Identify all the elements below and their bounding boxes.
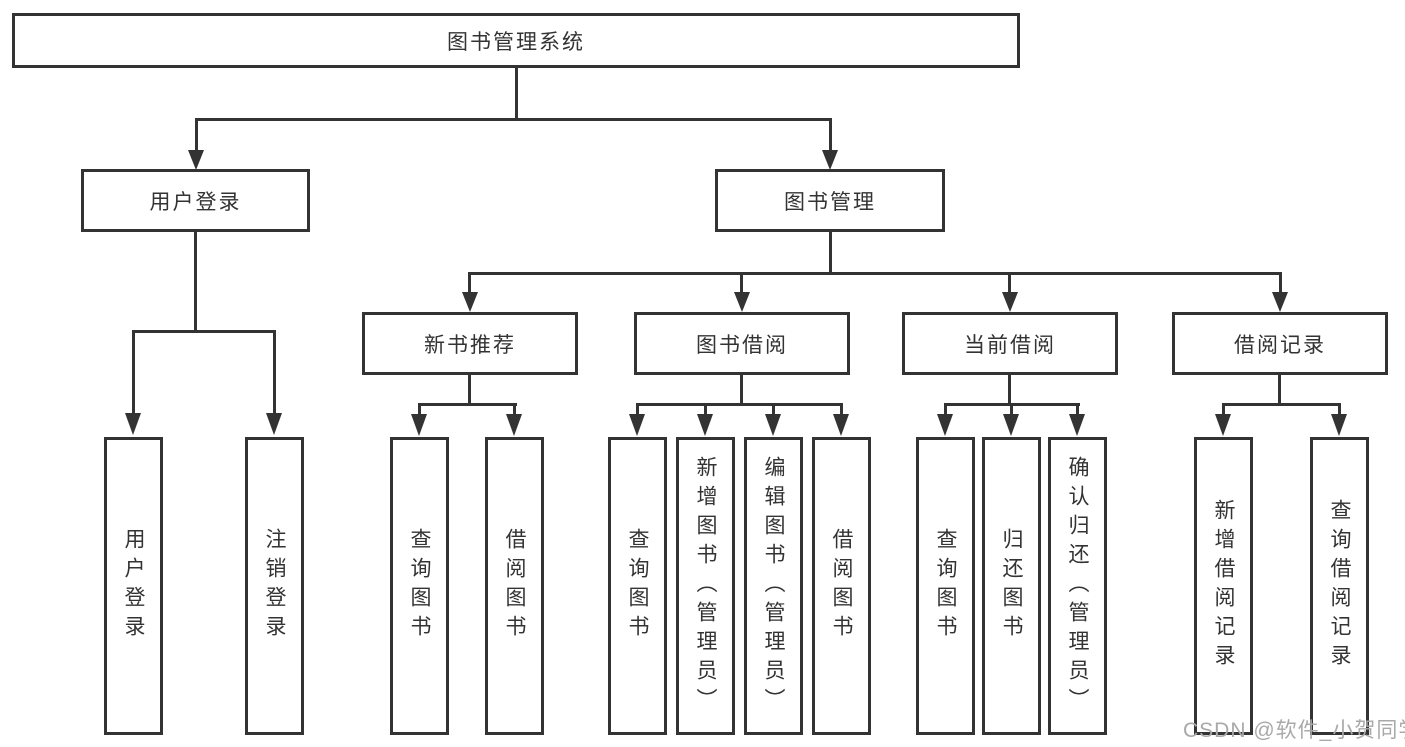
connector-stem-leaf — [132, 330, 135, 415]
connector-stem-leaf — [636, 403, 639, 417]
arrow-down-icon — [411, 414, 427, 436]
node-label: 新书推荐 — [424, 333, 516, 357]
arrow-down-icon — [188, 150, 204, 170]
arrow-down-icon — [1003, 414, 1019, 436]
connector-root-stem — [515, 68, 518, 120]
node-label: 借阅记录 — [1234, 333, 1326, 357]
connector-stem-records — [1279, 272, 1282, 294]
node-current-borrow: 当前借阅 — [902, 312, 1118, 375]
arrow-down-icon — [765, 414, 781, 436]
leaf-user-login: 用户登录 — [104, 437, 163, 735]
leaf-label: 查询借阅记录 — [1328, 499, 1351, 673]
connector-borrow-branch — [636, 403, 843, 406]
connector-records-branch — [1222, 403, 1341, 406]
connector-stem-leaf — [513, 403, 516, 417]
node-user-login: 用户登录 — [81, 169, 310, 232]
connector-borrow-stem — [740, 375, 743, 405]
leaf-label: 新增借阅记录 — [1212, 499, 1235, 673]
arrow-down-icon — [822, 150, 838, 170]
leaf-add-borrow-record: 新增借阅记录 — [1194, 437, 1253, 735]
node-label: 当前借阅 — [964, 333, 1056, 357]
watermark-text: CSDN @软件_小贺同学 — [1183, 719, 1405, 742]
connector-recommend-stem — [468, 375, 471, 405]
connector-stem-leaf — [1010, 403, 1013, 417]
connector-stem-leaf — [1076, 403, 1079, 417]
node-new-book-recommend: 新书推荐 — [362, 312, 578, 375]
arrow-down-icon — [1272, 292, 1288, 312]
connector-stem-leaf — [704, 403, 707, 417]
arrow-down-icon — [462, 292, 478, 312]
leaf-return-books: 归还图书 — [982, 437, 1041, 735]
arrow-down-icon — [1215, 414, 1231, 436]
node-book-borrow: 图书借阅 — [634, 312, 850, 375]
arrow-down-icon — [266, 413, 282, 435]
node-label: 图书管理 — [784, 190, 876, 214]
connector-stem-leaf — [944, 403, 947, 417]
leaf-label: 归还图书 — [1000, 528, 1023, 644]
arrow-down-icon — [833, 414, 849, 436]
leaf-label: 编辑图书（管理员） — [762, 455, 785, 717]
leaf-borrow-books-recommend: 借阅图书 — [485, 437, 544, 735]
connector-recommend-branch — [418, 403, 517, 406]
arrow-down-icon — [506, 414, 522, 436]
connector-stem-leaf — [1222, 403, 1225, 417]
connector-current-stem — [1008, 375, 1011, 405]
connector-book-mgmt-branch — [468, 272, 1282, 275]
leaf-logout: 注销登录 — [245, 437, 304, 735]
leaf-label: 确认归还（管理员） — [1066, 455, 1089, 717]
connector-stem-recommend — [468, 272, 471, 294]
node-library-management-system: 图书管理系统 — [12, 13, 1020, 68]
arrow-down-icon — [734, 292, 750, 312]
leaf-label: 新增图书（管理员） — [694, 455, 717, 717]
connector-stem-user-login — [195, 118, 198, 152]
leaf-label: 借阅图书 — [830, 528, 853, 644]
leaf-label: 注销登录 — [263, 528, 286, 644]
arrow-down-icon — [629, 414, 645, 436]
arrow-down-icon — [697, 414, 713, 436]
connector-stem-borrow — [740, 272, 743, 294]
connector-root-branch — [195, 118, 832, 121]
leaf-confirm-return-admin: 确认归还（管理员） — [1048, 437, 1107, 735]
connector-stem-current — [1008, 272, 1011, 294]
connector-stem-leaf — [840, 403, 843, 417]
arrow-down-icon — [1002, 292, 1018, 312]
leaf-query-books-current: 查询图书 — [916, 437, 975, 735]
leaf-label: 查询图书 — [934, 528, 957, 644]
connector-stem-leaf — [1338, 403, 1341, 417]
leaf-add-books-admin: 新增图书（管理员） — [676, 437, 735, 735]
node-label: 图书借阅 — [696, 333, 788, 357]
arrow-down-icon — [1331, 414, 1347, 436]
arrow-down-icon — [937, 414, 953, 436]
connector-user-login-stem — [194, 232, 197, 332]
connector-stem-leaf — [418, 403, 421, 417]
leaf-query-books-recommend: 查询图书 — [390, 437, 449, 735]
node-label: 用户登录 — [149, 190, 242, 214]
connector-book-mgmt-stem — [829, 232, 832, 274]
leaf-borrow-books: 借阅图书 — [812, 437, 871, 735]
connector-records-stem — [1278, 375, 1281, 405]
node-label: 图书管理系统 — [447, 30, 585, 54]
connector-user-login-branch — [132, 330, 276, 333]
connector-stem-book-mgmt — [829, 118, 832, 152]
connector-stem-leaf — [273, 330, 276, 415]
connector-stem-leaf — [772, 403, 775, 417]
leaf-label: 查询图书 — [408, 528, 431, 644]
leaf-edit-books-admin: 编辑图书（管理员） — [744, 437, 803, 735]
arrow-down-icon — [125, 413, 141, 435]
leaf-label: 借阅图书 — [503, 528, 526, 644]
leaf-query-borrow-record: 查询借阅记录 — [1310, 437, 1369, 735]
leaf-label: 查询图书 — [626, 528, 649, 644]
node-book-management: 图书管理 — [715, 169, 945, 232]
arrow-down-icon — [1069, 414, 1085, 436]
node-borrow-records: 借阅记录 — [1172, 312, 1388, 375]
leaf-query-books-borrow: 查询图书 — [608, 437, 667, 735]
leaf-label: 用户登录 — [122, 528, 145, 644]
